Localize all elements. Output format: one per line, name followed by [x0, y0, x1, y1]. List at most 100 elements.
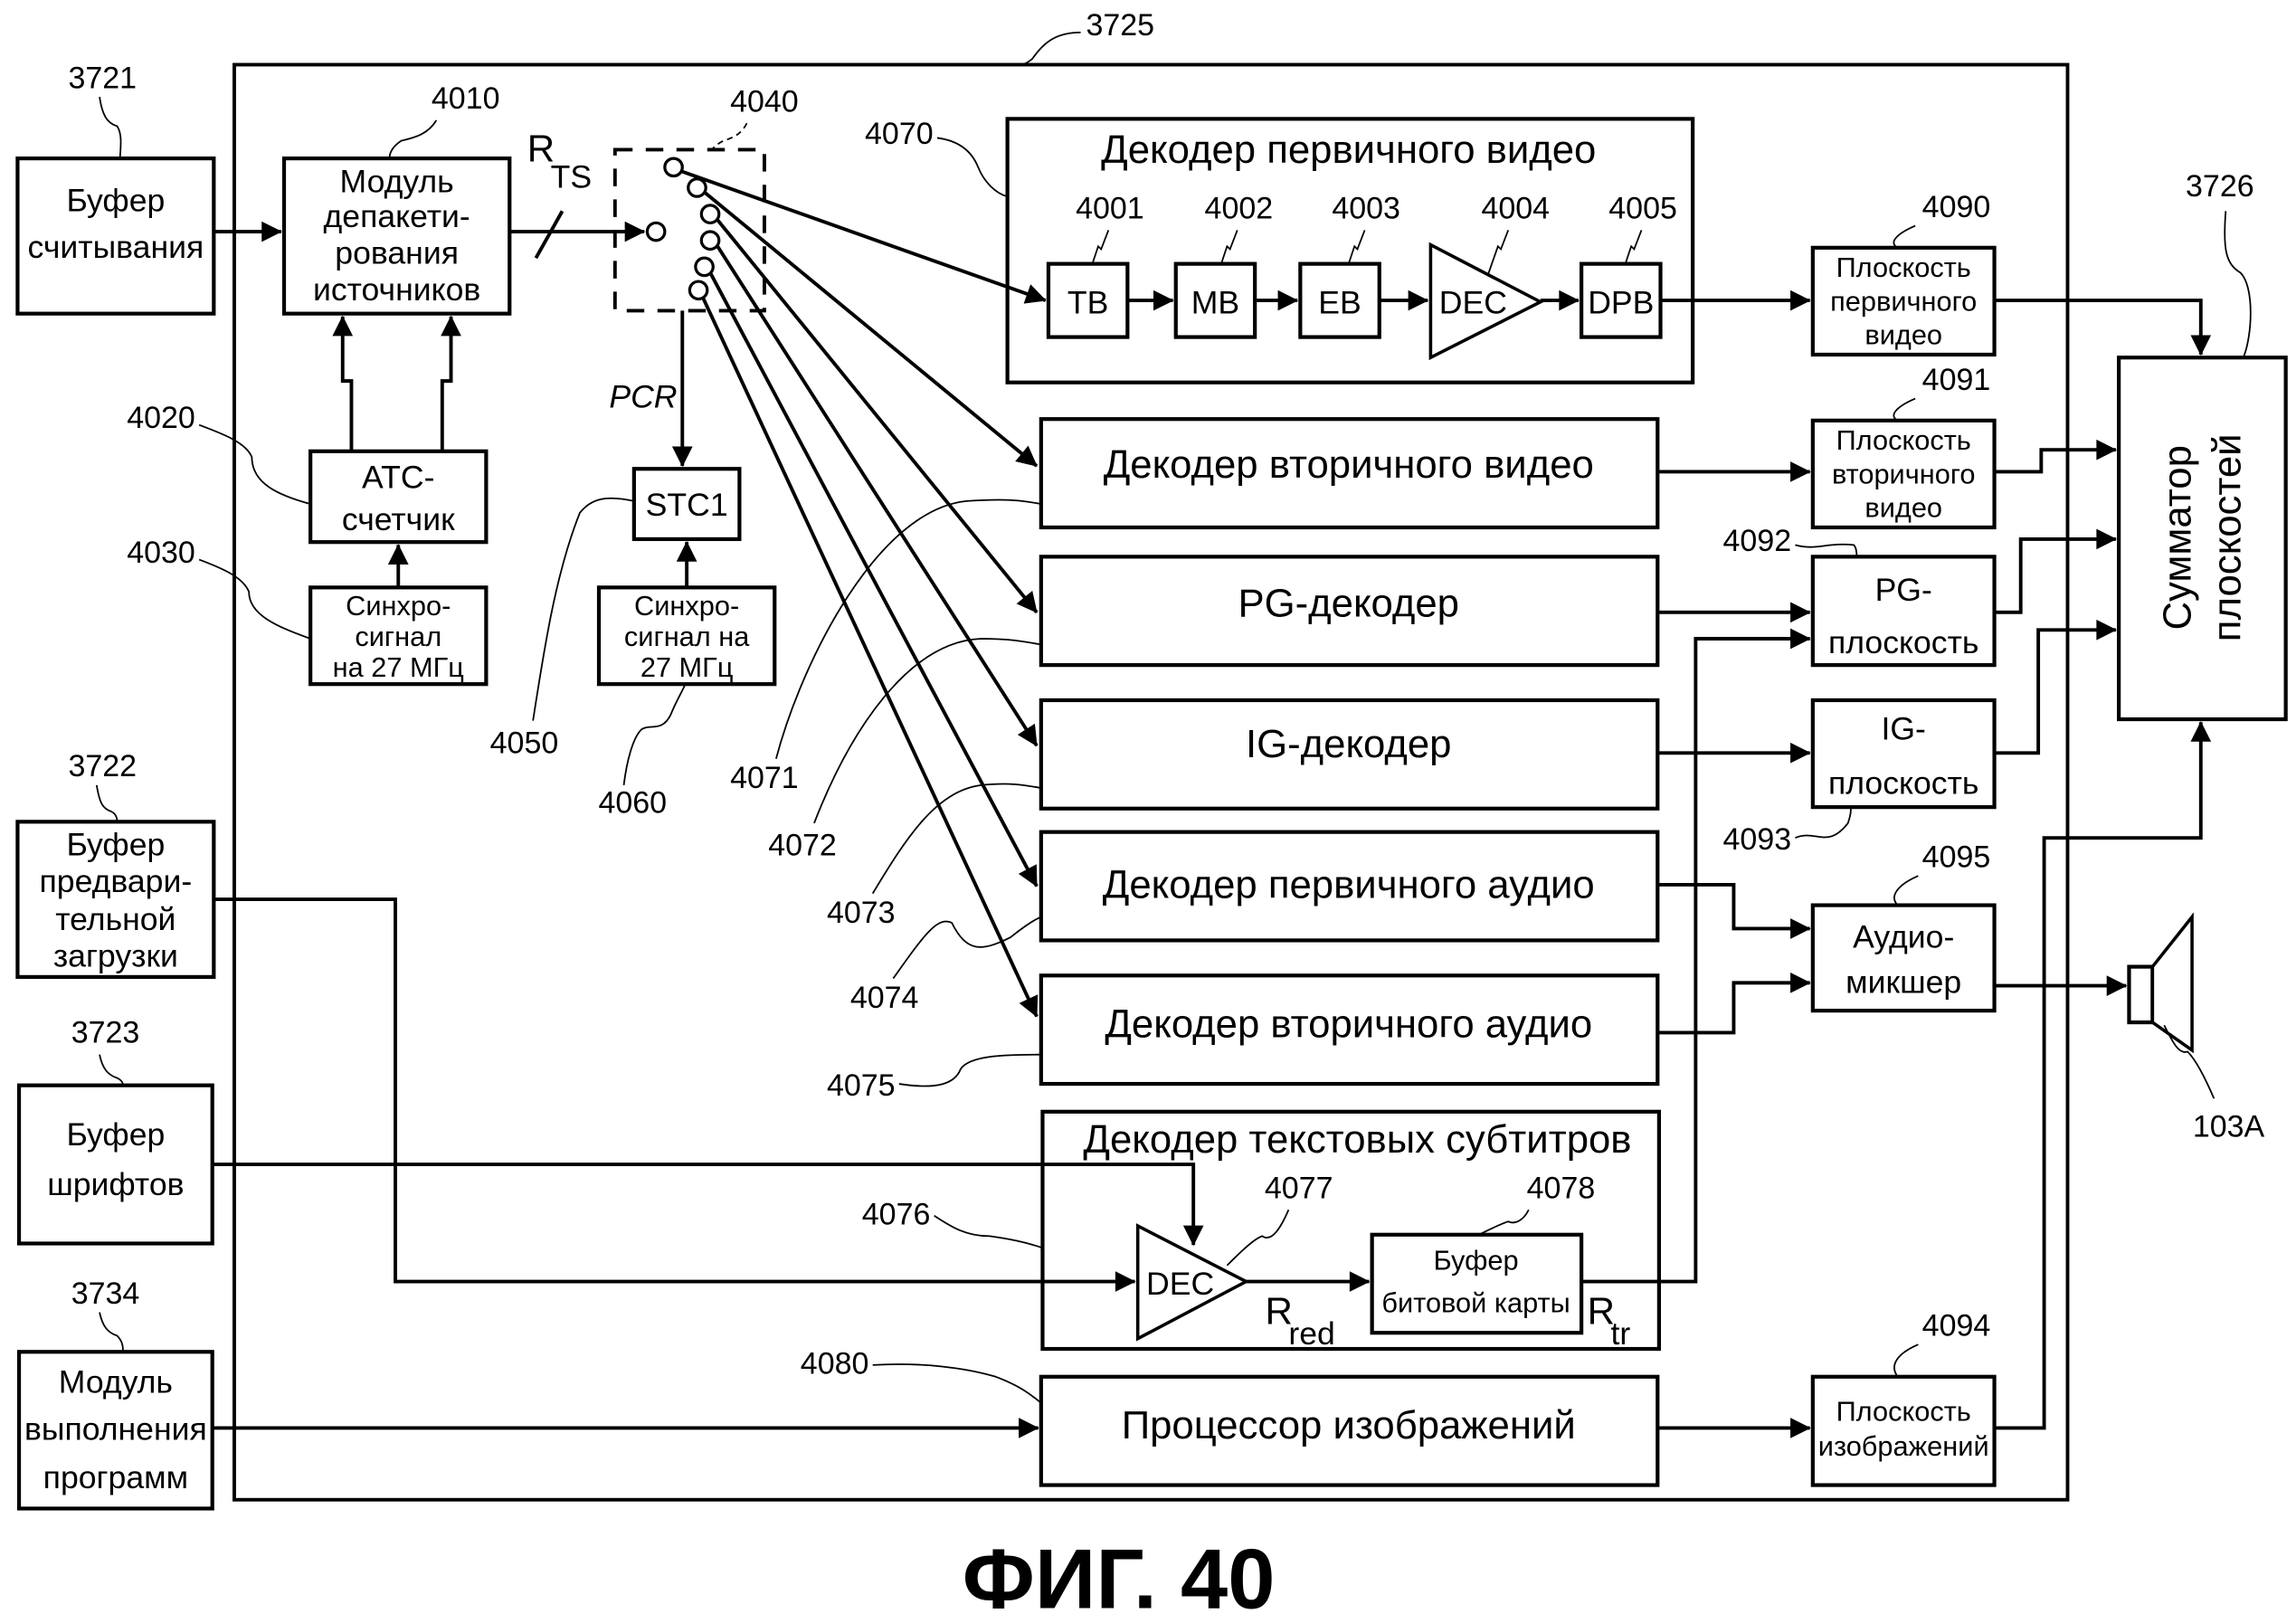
leader-4093	[1795, 807, 1852, 839]
ig-decoder-label: IG-декодер	[1246, 722, 1451, 766]
switch-contact-1	[663, 157, 684, 178]
stage-mb[interactable]: MB	[1173, 261, 1257, 339]
preload-line-1: Буфер	[66, 827, 165, 863]
subtitle-dec[interactable]: DEC	[1135, 1223, 1250, 1342]
primary-audio-decoder[interactable]: Декодер первичного аудио	[1039, 830, 1660, 943]
ref-4030: 4030	[127, 536, 195, 570]
ref-4003: 4003	[1332, 191, 1400, 225]
clock-27mhz-atc[interactable]: Синхро- сигнал на 27 МГц	[308, 585, 489, 687]
secondary-video-plane[interactable]: Плоскость вторичного видео	[1810, 418, 1997, 530]
leader-4040	[711, 122, 748, 151]
clock-atc-line-3: на 27 МГц	[333, 651, 464, 683]
stage-tb-label: TB	[1067, 285, 1108, 321]
pg-plane-line-2: плоскость	[1828, 624, 1978, 660]
preload-line-3: тельной	[55, 901, 176, 937]
pv-plane-line-1: Плоскость	[1836, 252, 1971, 283]
switch-contact-6	[688, 280, 709, 301]
stage-dec[interactable]: DEC	[1428, 242, 1544, 361]
clock-27mhz-stc[interactable]: Синхро- сигнал на 27 МГц	[596, 585, 777, 687]
ref-4093: 4093	[1723, 822, 1792, 857]
ig-decoder[interactable]: IG-декодер	[1039, 698, 1660, 811]
stage-eb[interactable]: EB	[1298, 261, 1381, 339]
plane-adder[interactable]: Сумматор плоскостей	[2117, 356, 2288, 722]
leader-3726	[2224, 211, 2252, 358]
ig-plane-line-2: плоскость	[1828, 765, 1978, 802]
leader-4080	[872, 1363, 1042, 1404]
rts-subscript: TS	[551, 158, 592, 195]
font-buffer-line-1: Буфер	[66, 1116, 165, 1153]
stream-to-secondary-audio	[701, 297, 1039, 1018]
read-buffer-line-2: считывания	[27, 229, 204, 265]
audio-mixer[interactable]: Аудио- микшер	[1810, 903, 1997, 1013]
primary-video-plane[interactable]: Плоскость первичного видео	[1810, 245, 1997, 357]
switch-contact-2	[687, 177, 707, 198]
stream-to-tb	[681, 169, 1047, 304]
leader-4072	[813, 638, 1041, 824]
preload-buffer[interactable]: Буфер предвари- тельной загрузки	[15, 820, 216, 980]
pg-plane[interactable]: PG- плоскость	[1810, 555, 1997, 668]
pid-filter-switch[interactable]	[612, 147, 766, 313]
rts-slash	[534, 210, 565, 260]
program-execution-module[interactable]: Модуль выполнения программ	[16, 1350, 214, 1511]
stage-tb[interactable]: TB	[1046, 261, 1130, 339]
device-frame	[232, 62, 2070, 1502]
image-plane[interactable]: Плоскость изображений	[1810, 1374, 1997, 1487]
leader-4070	[936, 137, 1008, 198]
plane-adder-line-1: Сумматор	[2155, 445, 2199, 630]
plane-adder-line-2: плоскостей	[2205, 433, 2249, 641]
pg-decoder-label: PG-декодер	[1238, 582, 1459, 626]
ref-4004: 4004	[1481, 191, 1550, 225]
arrow-sv-plane-to-adder	[1994, 439, 2118, 474]
ref-4005: 4005	[1608, 191, 1677, 225]
image-processor[interactable]: Процессор изображений	[1039, 1374, 1660, 1487]
stage-dpb[interactable]: DPB	[1580, 261, 1663, 339]
arrow-ig-plane-to-adder	[1994, 619, 2118, 755]
stream-to-primary-audio	[708, 271, 1039, 887]
image-plane-line-1: Плоскость	[1836, 1395, 1971, 1427]
font-buffer[interactable]: Буфер шрифтов	[16, 1083, 214, 1246]
secondary-audio-decoder-label: Декодер вторичного аудио	[1105, 1001, 1592, 1046]
speaker-icon	[2127, 912, 2194, 1054]
secondary-video-decoder[interactable]: Декодер вторичного видео	[1039, 417, 1660, 530]
ref-4020: 4020	[127, 401, 195, 435]
pv-plane-line-3: видео	[1864, 319, 1942, 351]
stc-counter[interactable]: STC1	[631, 467, 742, 542]
primary-audio-decoder-label: Декодер первичного аудио	[1103, 862, 1595, 906]
sv-plane-line-1: Плоскость	[1836, 424, 1971, 456]
ref-4050: 4050	[490, 726, 559, 760]
arrow-preload-to-subdec	[213, 897, 1136, 1292]
pv-plane-line-2: первичного	[1830, 285, 1977, 317]
depacketizer-line-2: депакети-	[324, 198, 470, 234]
arrow-padec-to-mixer	[1657, 882, 1811, 939]
bitmap-buffer[interactable]: Буфер битовой карты	[1370, 1232, 1584, 1335]
ref-4080: 4080	[801, 1347, 869, 1381]
leader-4091	[1893, 397, 1916, 422]
figure-caption: ФИГ. 40	[963, 1532, 1276, 1623]
program-module-line-2: выполнения	[24, 1410, 207, 1447]
leader-4075	[898, 1053, 1041, 1087]
ig-plane[interactable]: IG- плоскость	[1810, 698, 1997, 810]
leader-3723	[99, 1054, 124, 1086]
audio-mixer-line-2: микшер	[1845, 964, 1961, 1001]
atc-line-2: счетчик	[342, 501, 455, 537]
leader-4002	[1220, 230, 1238, 264]
ref-4010: 4010	[432, 81, 500, 116]
arrow-atc-to-depacketizer-2	[440, 315, 461, 451]
stage-eb-label: EB	[1318, 285, 1361, 321]
arrow-pv-plane-to-adder	[1994, 299, 2212, 356]
stage-mb-label: MB	[1191, 285, 1239, 321]
stage-dpb-label: DPB	[1588, 285, 1654, 321]
stc-label: STC1	[646, 487, 728, 523]
clock-stc-line-2: сигнал на	[624, 621, 750, 652]
source-depacketizer[interactable]: Модуль депакети- рования источников	[281, 156, 512, 316]
atc-counter[interactable]: ATC- счетчик	[308, 449, 489, 545]
switch-input-contact	[645, 221, 667, 242]
pg-decoder[interactable]: PG-декодер	[1039, 555, 1660, 668]
stream-to-secondary-video	[703, 190, 1039, 468]
switch-contact-4	[699, 230, 721, 252]
read-buffer[interactable]: Буфер считывания	[15, 156, 216, 316]
secondary-audio-decoder[interactable]: Декодер вторичного аудио	[1039, 973, 1660, 1087]
stage-dec-label: DEC	[1439, 285, 1507, 321]
leader-3722	[95, 784, 119, 822]
leader-4076	[934, 1214, 1043, 1249]
